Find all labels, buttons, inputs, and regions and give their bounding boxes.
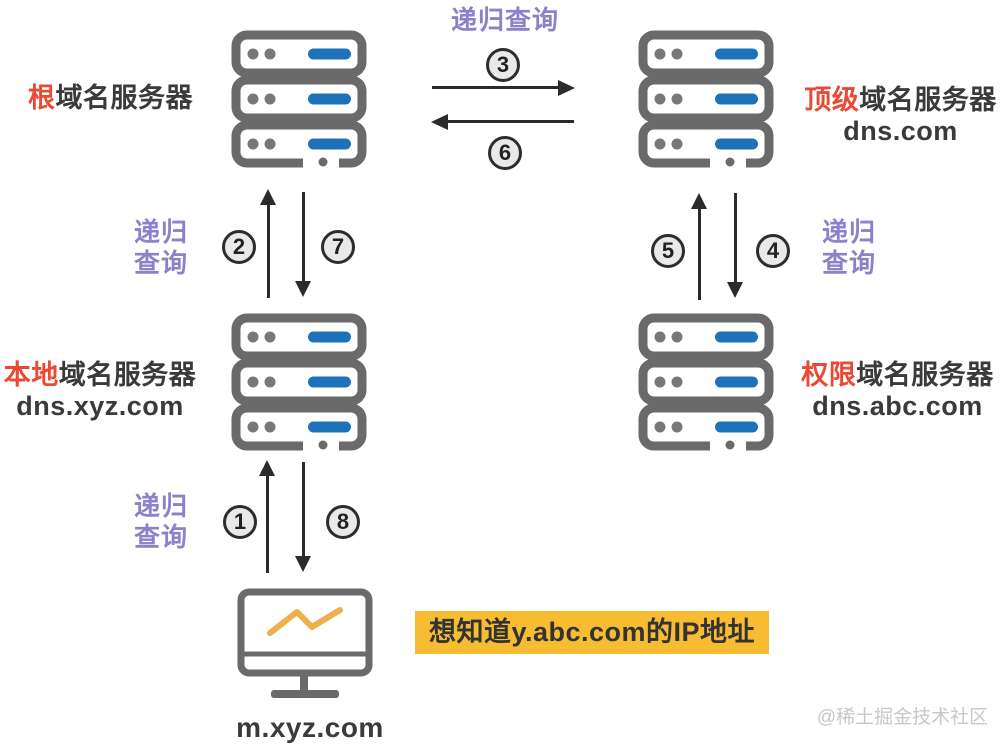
local-server-icon xyxy=(231,313,367,451)
arrow-step5-line xyxy=(698,208,701,300)
auth-server-icon xyxy=(638,313,774,451)
tld-server-icon xyxy=(638,30,774,168)
arrow-step2-head xyxy=(260,189,276,205)
local-label-title: 本地域名服务器 xyxy=(0,360,200,391)
step-4-badge: 4 xyxy=(756,234,790,268)
recursive-query-line1: 递归 xyxy=(133,217,188,247)
arrow-step8-line xyxy=(302,462,305,557)
arrow-step8-head xyxy=(295,556,311,572)
auth-label-highlight: 权限 xyxy=(801,360,857,390)
step-2-badge: 2 xyxy=(222,230,256,264)
root-server-icon xyxy=(231,30,367,168)
auth-label-rest: 域名服务器 xyxy=(856,360,994,390)
step-8-badge: 8 xyxy=(326,505,360,539)
root-label-highlight: 根 xyxy=(28,83,56,113)
arrow-step1-head xyxy=(259,460,275,476)
recursive-query-label-left-upper: 递归 查询 xyxy=(128,217,194,279)
recursive-query-line2: 查询 xyxy=(821,248,876,278)
step-3-badge: 3 xyxy=(486,48,520,82)
recursive-query-label-top: 递归查询 xyxy=(450,5,559,35)
root-label-rest: 域名服务器 xyxy=(55,83,193,113)
arrow-step4-head xyxy=(727,282,743,298)
arrow-step5-head xyxy=(691,193,707,209)
recursive-query-label-right: 递归 查询 xyxy=(816,217,882,279)
step-1-badge: 1 xyxy=(223,505,257,539)
local-label-subtitle: dns.xyz.com xyxy=(16,391,184,421)
arrow-step3-head xyxy=(558,80,575,96)
arrow-step6-head xyxy=(431,114,448,130)
recursive-query-line2: 查询 xyxy=(133,248,188,278)
step-6-badge: 6 xyxy=(488,136,522,170)
auth-label-title: 权限域名服务器 xyxy=(795,360,1000,391)
local-label-highlight: 本地 xyxy=(3,360,59,390)
watermark-text: @稀土掘金技术社区 xyxy=(816,707,989,728)
local-label-rest: 域名服务器 xyxy=(58,360,197,390)
local-server-label: 本地域名服务器 dns.xyz.com xyxy=(0,360,200,422)
arrow-step1-line xyxy=(266,475,269,573)
auth-label-subtitle: dns.abc.com xyxy=(812,391,983,421)
tld-label-title: 顶级域名服务器 xyxy=(798,85,1001,116)
step-7-badge: 7 xyxy=(321,230,355,264)
recursive-query-line1: 递归 xyxy=(133,491,188,521)
recursive-query-line2: 查询 xyxy=(133,522,188,552)
tld-server-label: 顶级域名服务器 dns.com xyxy=(798,85,1001,147)
arrow-step6-line xyxy=(447,120,574,123)
arrow-step7-line xyxy=(302,192,305,282)
recursive-query-line1: 递归 xyxy=(821,217,876,247)
query-goal-note: 想知道y.abc.com的IP地址 xyxy=(415,611,769,654)
tld-label-highlight: 顶级 xyxy=(804,85,860,115)
arrow-step2-line xyxy=(267,204,270,298)
auth-server-label: 权限域名服务器 dns.abc.com xyxy=(795,360,1000,422)
root-server-label: 根域名服务器 xyxy=(8,83,213,114)
arrow-step4-line xyxy=(734,193,737,283)
tld-label-subtitle: dns.com xyxy=(843,116,958,146)
arrow-step7-head xyxy=(295,281,311,297)
recursive-query-label-left-lower: 递归 查询 xyxy=(128,491,194,553)
client-label: m.xyz.com xyxy=(236,712,384,743)
arrow-step3-line xyxy=(432,86,560,89)
client-monitor-icon xyxy=(237,588,373,698)
step-5-badge: 5 xyxy=(651,234,685,268)
tld-label-rest: 域名服务器 xyxy=(859,85,997,115)
